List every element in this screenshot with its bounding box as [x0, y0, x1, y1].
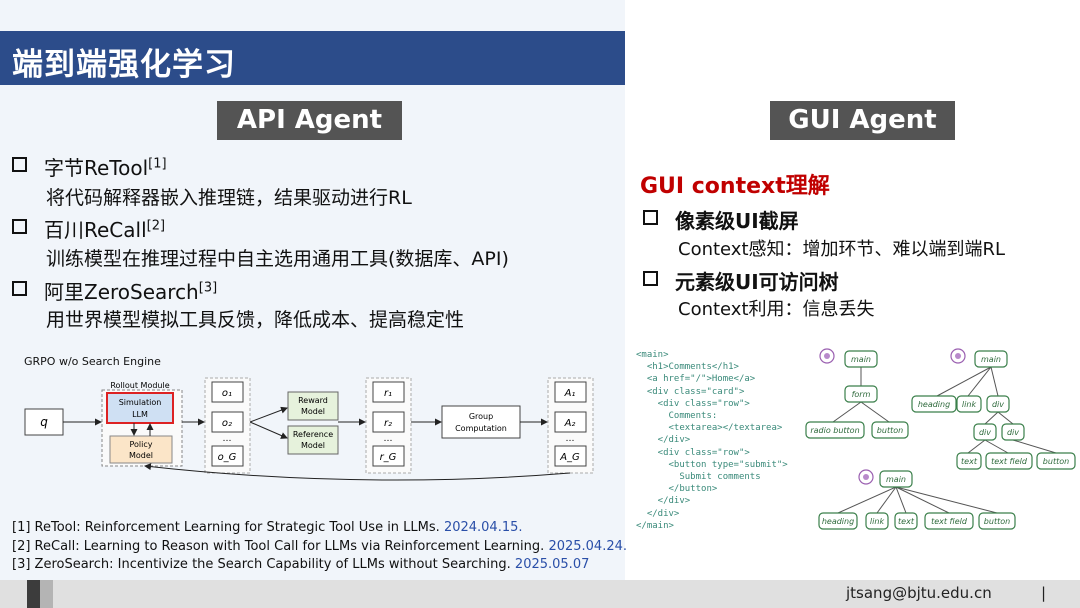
tree2-div-right: div — [1007, 428, 1019, 437]
tree3-text-field: text field — [931, 517, 968, 526]
a11y-tree-desc: Context利用：信息丢失 — [678, 299, 875, 320]
policy-model-box — [109, 435, 173, 464]
bullet-square — [643, 210, 658, 225]
a11y-tree-heading: 元素级UI可访问树 — [675, 270, 839, 294]
model-label: Model — [129, 451, 153, 460]
o-dots: … — [223, 434, 232, 444]
a2-box — [554, 411, 587, 433]
recall-heading: 百川ReCall[2] — [44, 218, 166, 242]
o1-box — [211, 381, 244, 403]
tree2-heading: heading — [918, 400, 950, 409]
computation-label: Computation — [455, 424, 507, 433]
gui-context-heading: GUI context理解 — [640, 174, 830, 199]
tree2-main: main — [981, 355, 1001, 364]
html-code-sample: <main> <h1>Comments</h1> <a href="/">Hom… — [636, 350, 788, 531]
r1-label: r₁ — [384, 388, 392, 399]
r-dots: … — [384, 434, 393, 444]
footer-accent-dark — [27, 580, 40, 608]
rollout-label: Rollout Module — [110, 381, 169, 390]
reference-label: Reference — [293, 430, 333, 439]
footer-bar — [0, 580, 1080, 608]
tree2-div-left: div — [979, 428, 991, 437]
ag-box — [554, 445, 587, 467]
bullet-square — [12, 281, 27, 296]
retool-desc: 将代码解释器嵌入推理链，结果驱动进行RL — [46, 187, 412, 209]
rg-box — [372, 445, 405, 467]
tree2-link: link — [962, 400, 977, 409]
tree3-button: button — [984, 517, 1010, 526]
pixel-ui-heading: 像素级UI截屏 — [675, 209, 799, 233]
a1-box — [554, 381, 587, 403]
r2-box — [372, 411, 405, 433]
bullet-square — [643, 271, 658, 286]
gui-agent-tag: GUI Agent — [770, 101, 955, 140]
footer-divider: | — [1041, 584, 1047, 602]
ag-label: A_G — [559, 452, 580, 463]
footer-accent-grey — [40, 580, 53, 608]
simulation-label: Simulation — [119, 398, 162, 407]
tree2-button: button — [1043, 457, 1069, 466]
retool-heading: 字节ReTool[1] — [44, 156, 167, 180]
query-box — [24, 408, 64, 436]
zerosearch-heading: 阿里ZeroSearch[3] — [44, 280, 218, 304]
og-box — [211, 445, 244, 467]
tree3-link: link — [870, 517, 885, 526]
o2-box — [211, 411, 244, 433]
feedback-arrow — [144, 463, 571, 481]
reference-3: [3] ZeroSearch: Incentivize the Search C… — [12, 557, 590, 572]
diagram-caption: GRPO w/o Search Engine — [24, 355, 161, 368]
left-panel — [0, 0, 625, 580]
query-label: q — [40, 415, 48, 429]
slide-title: 端到端强化学习 — [12, 47, 236, 83]
reference-model-label: Model — [301, 441, 325, 450]
tree3-heading: heading — [822, 517, 854, 526]
tree3-main: main — [886, 475, 906, 484]
a2-label: A₂ — [564, 418, 576, 429]
accessibility-trees: main form radio button button main headi… — [805, 348, 1076, 530]
zerosearch-desc: 用世界模型模拟工具反馈，降低成本、提高稳定性 — [46, 309, 465, 331]
r2-label: r₂ — [384, 418, 392, 429]
tree1-radio-button: radio button — [810, 426, 859, 435]
grpo-diagram: GRPO w/o Search Engine q Rollout Module … — [24, 355, 594, 481]
tree1-form: form — [852, 390, 871, 399]
rg-label: r_G — [380, 452, 397, 463]
reward-model-box — [287, 391, 339, 421]
o1-label: o₁ — [222, 388, 232, 399]
pixel-ui-desc: Context感知：增加环节、难以端到端RL — [678, 239, 1006, 260]
group-computation-box — [441, 405, 521, 439]
reference-model-box — [287, 425, 339, 455]
simulation-llm-box — [106, 392, 174, 424]
footer-email: jtsang@bjtu.edu.cn — [846, 584, 992, 602]
bullet-square — [12, 219, 27, 234]
title-bar — [0, 31, 625, 85]
tree1-button: button — [877, 426, 903, 435]
group-label: Group — [469, 412, 493, 421]
tree1-main: main — [851, 355, 871, 364]
llm-label: LLM — [132, 410, 148, 419]
tree2-text-field: text field — [991, 457, 1028, 466]
a1-label: A₁ — [564, 388, 576, 399]
reward-label: Reward — [298, 396, 328, 405]
reward-model-label: Model — [301, 407, 325, 416]
api-agent-tag: API Agent — [217, 101, 402, 140]
bullet-square — [12, 157, 27, 172]
recall-desc: 训练模型在推理过程中自主选用通用工具(数据库、API) — [46, 248, 509, 270]
tree2-text: text — [961, 457, 978, 466]
tree2-div: div — [992, 400, 1004, 409]
og-label: o_G — [218, 452, 237, 463]
policy-label: Policy — [129, 440, 152, 449]
reference-1: [1] ReTool: Reinforcement Learning for S… — [12, 520, 523, 535]
reference-2: [2] ReCall: Learning to Reason with Tool… — [12, 539, 628, 554]
o2-label: o₂ — [222, 418, 232, 429]
r1-box — [372, 381, 405, 403]
tree3-text: text — [898, 517, 915, 526]
a-dots: … — [566, 434, 575, 444]
